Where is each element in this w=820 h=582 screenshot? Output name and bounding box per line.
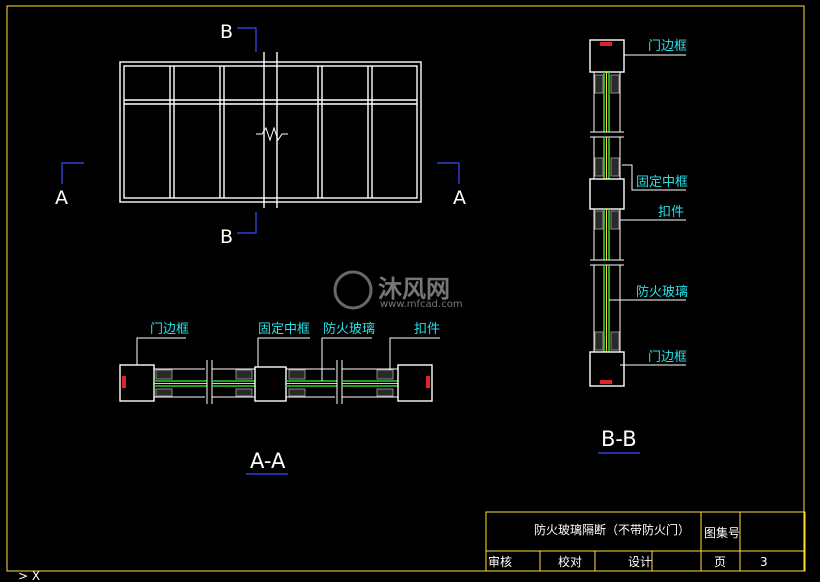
bb-fixed-mullion bbox=[589, 178, 625, 210]
aa-callout-clip: 扣件 bbox=[414, 322, 440, 337]
bb-bottom-door-frame bbox=[589, 351, 625, 387]
aa-clip bbox=[155, 388, 173, 397]
section-mark-a-right bbox=[437, 162, 460, 184]
section-label-b-bottom: B bbox=[220, 226, 233, 248]
section-bb-view: 门边框 固定中框 扣件 防火玻璃 门边框 B-B bbox=[589, 39, 688, 454]
aa-right-seal bbox=[426, 376, 430, 388]
title-block-atlas-label: 图集号 bbox=[704, 525, 740, 540]
aa-left-seal bbox=[122, 376, 126, 388]
section-label-b-top: B bbox=[220, 21, 233, 43]
title-block-page-number: 3 bbox=[760, 555, 768, 569]
section-aa-view: 门边框 固定中框 防火玻璃 扣件 A-A bbox=[119, 321, 440, 475]
bb-top-seal bbox=[600, 42, 612, 46]
aa-leader-door-frame bbox=[136, 337, 186, 365]
title-block-design-label: 设计 bbox=[628, 555, 652, 569]
bb-clip bbox=[594, 210, 604, 230]
section-label-a-left: A bbox=[55, 187, 68, 209]
title-block: 防火玻璃隔断（不带防火门） 图集号 审核 校对 设计 页 3 bbox=[485, 511, 806, 572]
aa-clip bbox=[155, 369, 173, 380]
watermark-brand: 沐风网 bbox=[378, 275, 450, 303]
title-block-review-label: 审核 bbox=[488, 554, 512, 569]
title-block-frame bbox=[485, 511, 806, 572]
bb-callout-door-frame-top: 门边框 bbox=[648, 39, 687, 54]
title-block-check-label: 校对 bbox=[558, 554, 582, 569]
aa-leader-clip bbox=[389, 337, 440, 370]
bb-bottom-seal bbox=[600, 380, 612, 384]
watermark: 沐风网 www.mfcad.com bbox=[333, 270, 463, 310]
bb-callout-clip: 扣件 bbox=[658, 205, 684, 220]
bb-callout-door-frame-bottom: 门边框 bbox=[648, 350, 687, 365]
bb-leader-mullion bbox=[622, 164, 686, 191]
aa-leader-glass bbox=[321, 337, 372, 381]
aa-fixed-mullion bbox=[254, 366, 287, 402]
section-mark-b-top bbox=[237, 27, 257, 52]
aa-leader-mullion bbox=[257, 337, 310, 367]
elevation-inner-frame bbox=[123, 65, 418, 199]
section-bb-title: B-B bbox=[601, 427, 637, 451]
aa-right-door-frame bbox=[397, 364, 433, 402]
break-symbol bbox=[256, 126, 288, 142]
bb-callout-fixed-mullion: 固定中框 bbox=[636, 175, 688, 190]
watermark-logo-icon bbox=[333, 270, 373, 310]
aa-callout-fixed-mullion: 固定中框 bbox=[258, 322, 310, 337]
command-prompt[interactable]: > X bbox=[18, 569, 40, 582]
section-label-a-right: A bbox=[453, 187, 466, 209]
elevation-outer-frame bbox=[119, 61, 422, 203]
drawing-border bbox=[6, 5, 805, 572]
watermark-url: www.mfcad.com bbox=[380, 299, 463, 310]
section-aa-title: A-A bbox=[250, 449, 286, 473]
bb-callout-fire-glass: 防火玻璃 bbox=[636, 284, 688, 300]
title-block-page-label: 页 bbox=[714, 555, 726, 569]
section-mark-b-bottom bbox=[237, 212, 257, 234]
elevation-view: B B A A bbox=[55, 21, 466, 248]
aa-callout-fire-glass: 防火玻璃 bbox=[323, 321, 375, 337]
aa-callout-door-frame: 门边框 bbox=[150, 322, 189, 337]
title-block-drawing-title: 防火玻璃隔断（不带防火门） bbox=[534, 522, 690, 537]
section-mark-a-left bbox=[61, 162, 84, 184]
